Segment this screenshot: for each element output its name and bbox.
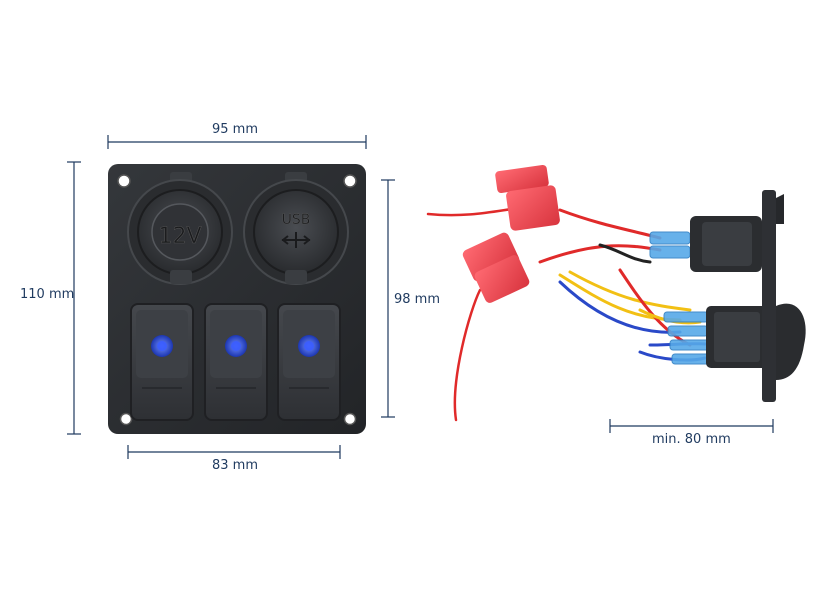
usb-icon: [281, 232, 311, 248]
rocker-switch: [277, 303, 341, 421]
panel-plate-side: [762, 190, 776, 402]
mounting-hole: [119, 412, 133, 426]
rocker-cap-side: [776, 303, 806, 380]
dimension-label-width-top: 95 mm: [212, 122, 259, 137]
switch-panel-side: [426, 165, 806, 422]
inline-fuse-holder: [495, 165, 560, 231]
socket-usb: USB: [243, 172, 349, 285]
socket-12v: 12V: [127, 172, 233, 285]
dimension-lines: [67, 135, 774, 459]
socket-usb-label: USB: [282, 212, 311, 228]
dimension-label-height-right: 98 mm: [394, 292, 441, 307]
blue-spade-terminals: [649, 231, 711, 365]
mounting-hole: [117, 174, 131, 188]
dimension-label-height-left: 110 mm: [20, 287, 75, 302]
rocker-switch: [130, 303, 194, 421]
mounting-hole: [343, 174, 357, 188]
switch-panel-front: 12V USB: [108, 164, 366, 434]
dimension-label-depth: min. 80 mm: [652, 432, 731, 447]
socket-12v-label: 12V: [158, 224, 201, 249]
inline-fuse-holder: [462, 232, 530, 303]
rocker-switch: [204, 303, 268, 421]
mounting-hole: [343, 412, 357, 426]
dimension-label-width-bottom: 83 mm: [212, 458, 259, 473]
